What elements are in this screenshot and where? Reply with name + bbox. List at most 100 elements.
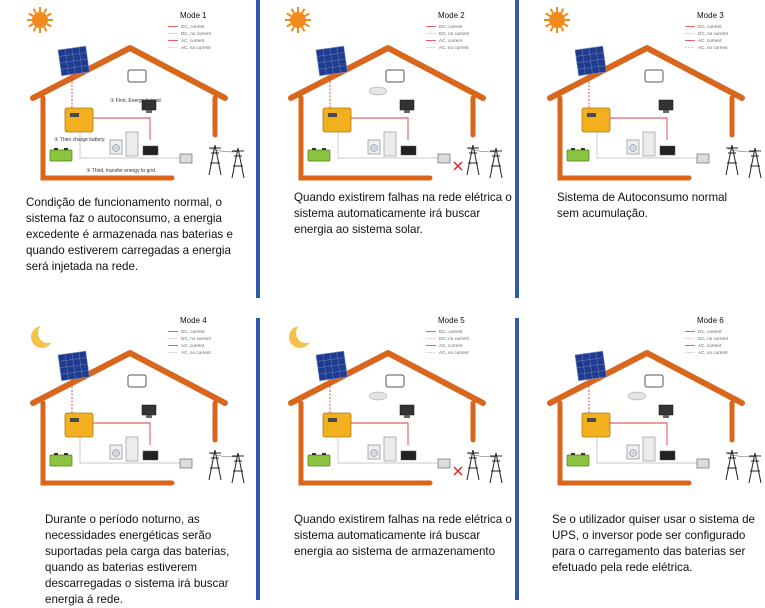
fridge-icon <box>125 436 139 462</box>
sun-ray <box>549 8 554 14</box>
sun-ray <box>545 23 551 28</box>
solar-panel-grid <box>576 363 605 369</box>
inverter-icon <box>322 412 352 438</box>
monitor-screen <box>658 404 674 416</box>
battery-terminal <box>571 453 575 455</box>
house <box>547 45 745 181</box>
sun-ray <box>301 26 306 32</box>
sun-ray <box>28 23 34 28</box>
house-wall <box>557 400 692 486</box>
sun-ray <box>286 23 292 28</box>
tower-frame <box>725 144 739 176</box>
solar-panel-grid <box>317 363 346 369</box>
ac-line <box>79 132 180 159</box>
flow-note: ② Then charge battery. <box>54 137 106 143</box>
inverter-body <box>64 107 94 133</box>
roof <box>288 45 486 101</box>
washer-door <box>629 144 637 152</box>
battery-terminal <box>581 148 585 150</box>
battery-terminal <box>322 148 326 150</box>
meter-icon <box>696 458 710 469</box>
legend-entry: AC, no current <box>698 350 728 355</box>
ac-line <box>596 437 697 464</box>
legend-entry: DC, no current <box>181 31 212 36</box>
mode-title: Mode 2 <box>438 11 465 20</box>
solar-panel-grid <box>318 65 347 70</box>
transmission-tower-icon <box>748 147 762 179</box>
inverter-display <box>328 418 337 422</box>
washer-door <box>112 449 120 457</box>
sun-ray <box>545 12 551 17</box>
inverter-display <box>587 113 596 117</box>
battery-icon <box>566 148 590 162</box>
divider <box>515 318 519 600</box>
caption-mode-6: Se o utilizador quiser usar o sistema de… <box>552 513 755 574</box>
tower-frame <box>466 449 480 481</box>
sun-ray <box>563 23 569 28</box>
solar-panel-grid <box>59 363 88 369</box>
battery-terminal <box>54 148 58 150</box>
transmission-tower-icon <box>489 452 503 484</box>
battery-body <box>566 149 590 162</box>
ac-line <box>610 117 668 140</box>
fridge-icon <box>125 131 139 157</box>
meter-icon <box>179 458 193 469</box>
battery-terminal <box>312 453 316 455</box>
house <box>30 350 228 486</box>
battery-terminal <box>64 453 68 455</box>
legend-entry: DC, current <box>439 24 463 29</box>
monitor-screen <box>399 99 415 111</box>
sun-ray <box>290 26 295 32</box>
transmission-tower-icon <box>208 144 222 176</box>
battery-terminal <box>54 453 58 455</box>
cloud-icon <box>368 86 388 96</box>
cloud-body <box>368 86 388 96</box>
grid-failure-icon <box>453 161 463 171</box>
sun-ray <box>549 26 554 32</box>
house <box>30 45 228 181</box>
failure-cross <box>453 466 463 476</box>
inverter-body <box>64 412 94 438</box>
solar-panel-icon <box>57 45 90 77</box>
router-icon <box>644 69 664 83</box>
inverter-icon <box>322 107 352 133</box>
sun-disc <box>32 12 48 28</box>
sun-ray <box>301 8 306 14</box>
washing-machine-icon <box>367 444 381 460</box>
legend-entry: DC, current <box>181 24 205 29</box>
sun-ray <box>563 12 569 17</box>
battery-body <box>307 149 331 162</box>
house <box>288 350 486 486</box>
inverter-icon <box>581 107 611 133</box>
legend-entry: AC, current <box>698 38 722 43</box>
house <box>288 45 486 181</box>
legend-entry: DC, no current <box>181 336 212 341</box>
tower-frame <box>231 452 245 484</box>
transmission-tower-icon <box>466 449 480 481</box>
house-wall <box>298 400 433 486</box>
meter-icon <box>437 153 451 164</box>
moon-shadow <box>296 323 316 343</box>
monitor-screen <box>658 99 674 111</box>
monitor-stand <box>146 110 152 113</box>
tower-frame <box>725 449 739 481</box>
solar-panel-icon <box>57 350 90 382</box>
router-icon <box>127 69 147 83</box>
ac-line <box>596 132 697 159</box>
monitor-icon <box>399 99 415 113</box>
mode-title: Mode 6 <box>697 316 724 325</box>
tv-icon <box>659 145 676 156</box>
